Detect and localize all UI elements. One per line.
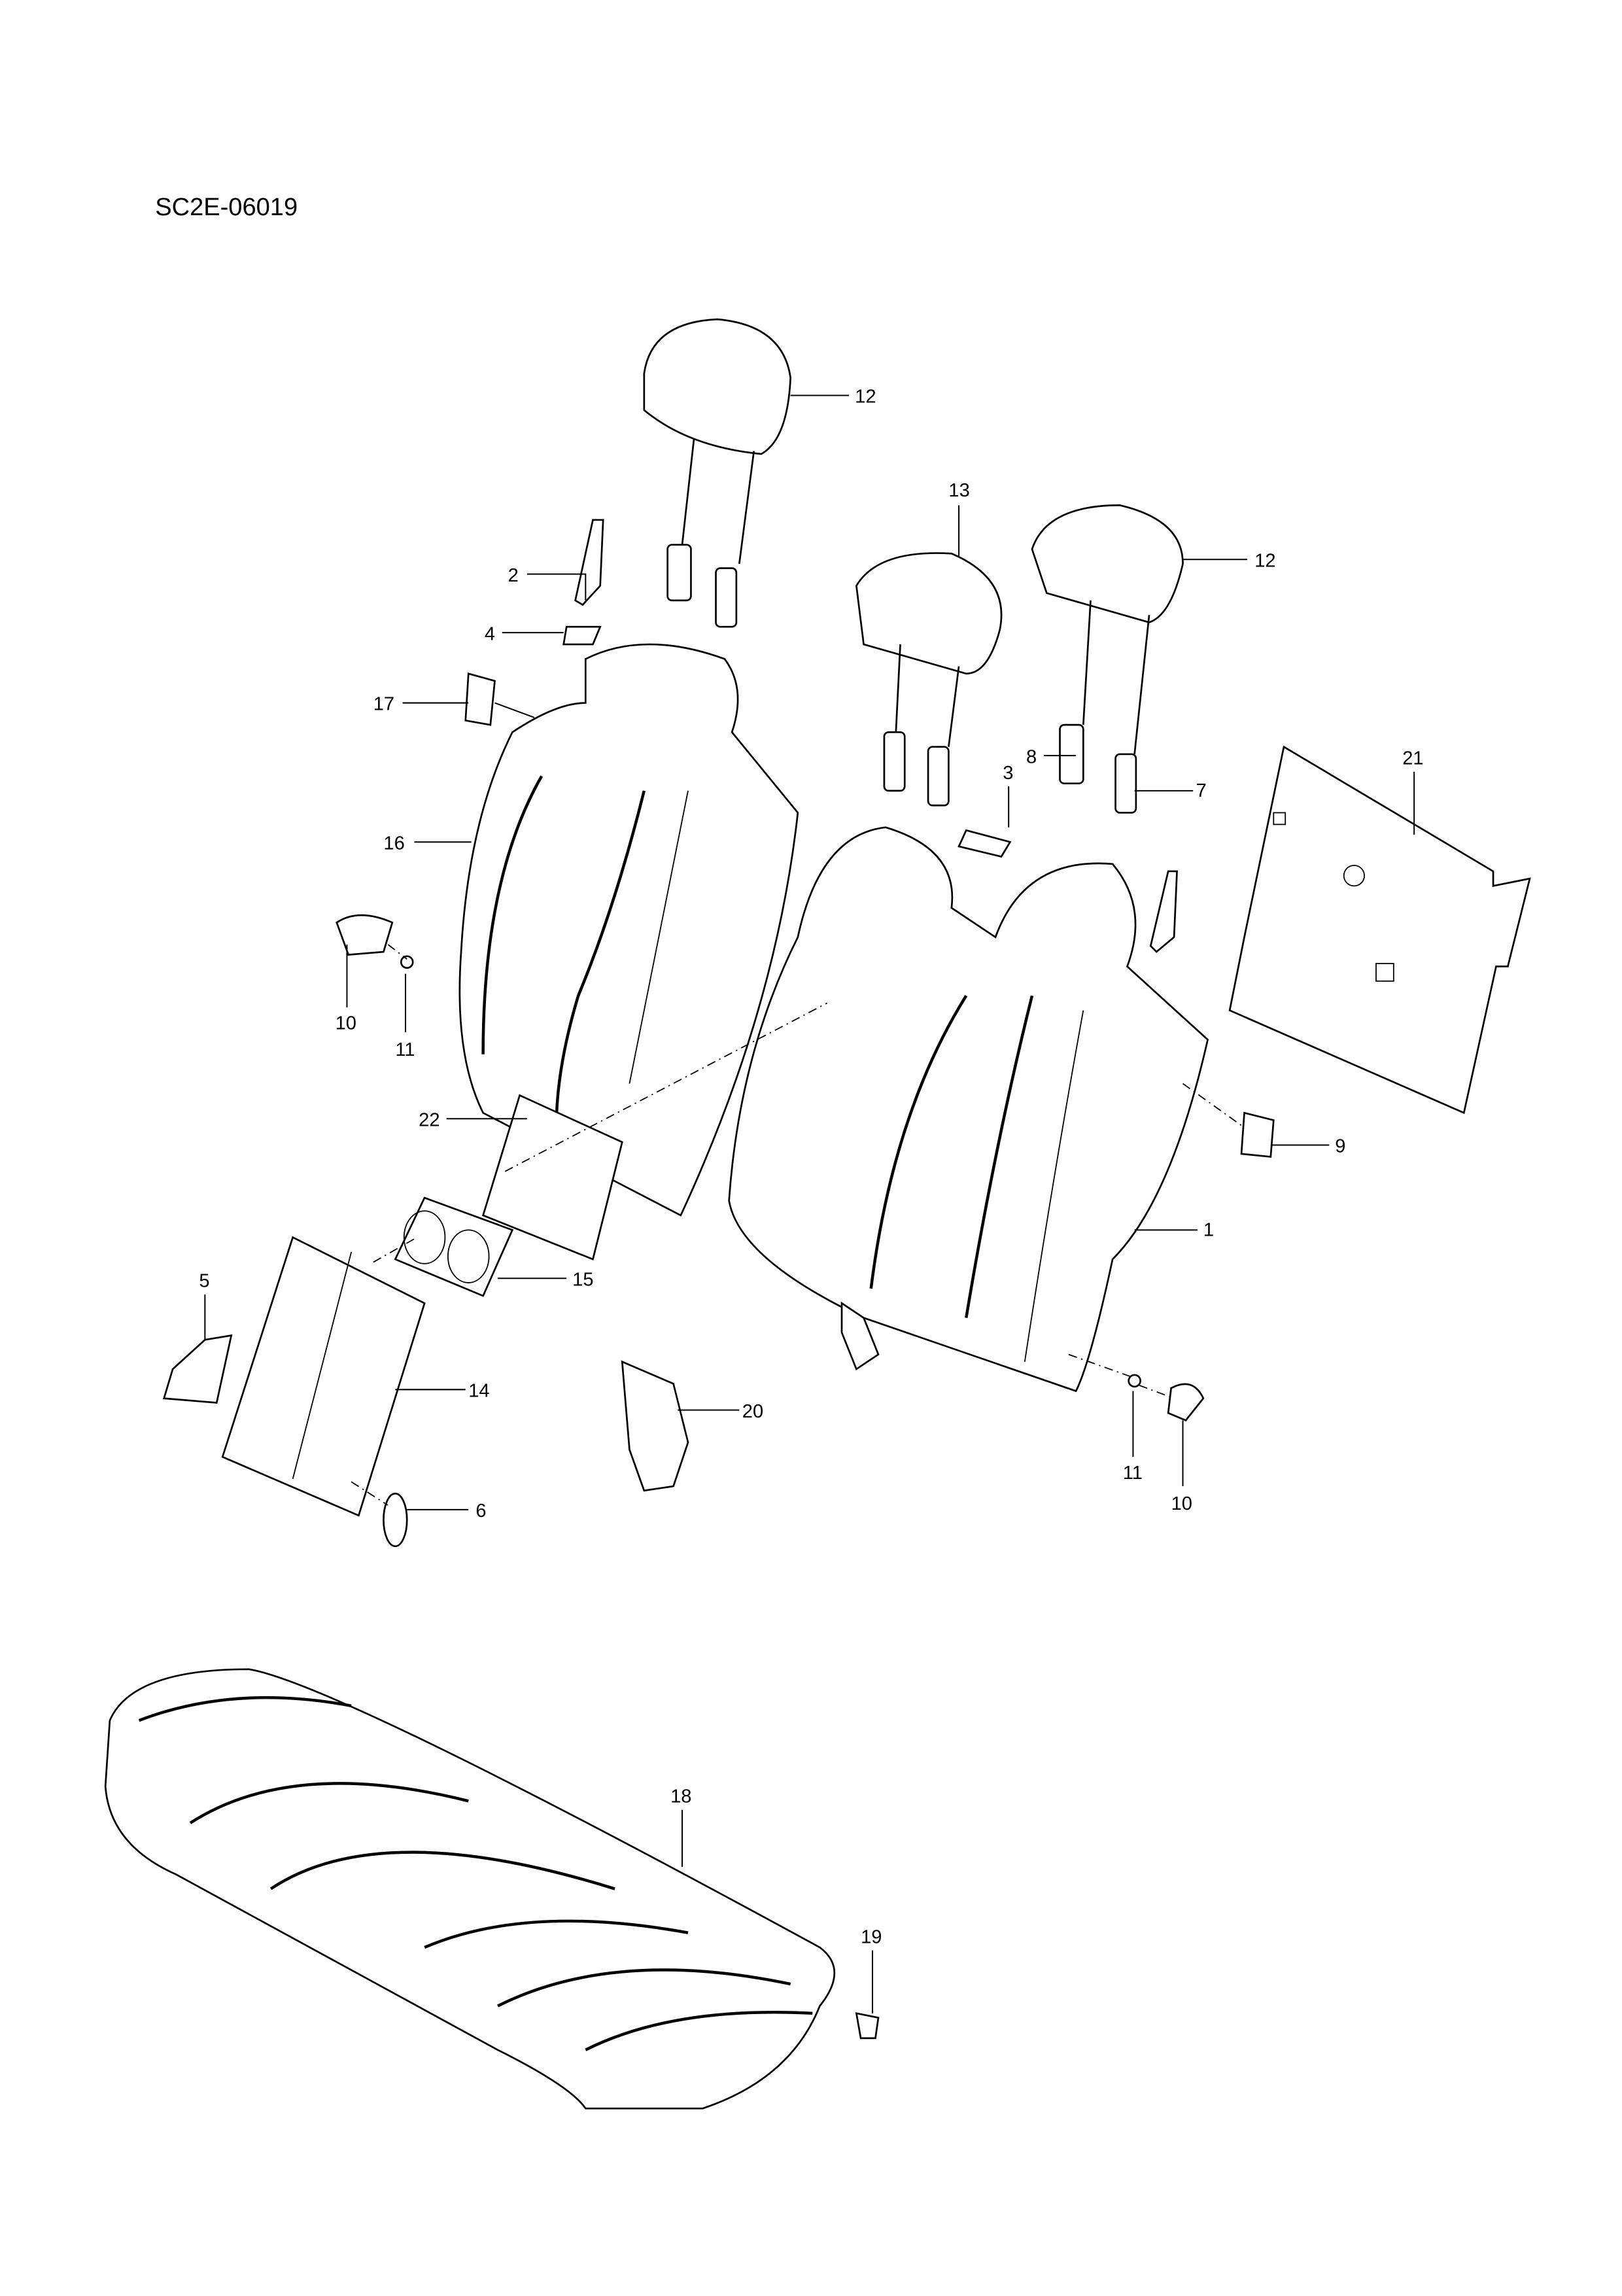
headrest-left: [643, 318, 792, 628]
callout-10-right: 10: [1171, 1493, 1192, 1514]
callout-15: 15: [572, 1269, 593, 1290]
armrest: [221, 1236, 426, 1517]
callout-6: 6: [475, 1501, 486, 1522]
bolt-right: [1128, 1374, 1141, 1388]
callout-17: 17: [373, 694, 394, 715]
diagram-id: SC2E-06019: [155, 194, 298, 221]
seatback-right: [728, 826, 1209, 1393]
back-panel: [1228, 745, 1531, 1115]
callouts: 12 13 12 2 4 17 16 10 11 8 3 7 21 9 1 22…: [199, 387, 1423, 1948]
leader-lines: [204, 394, 1415, 2013]
callout-7: 7: [1196, 780, 1207, 801]
armrest-cap: [383, 1492, 408, 1548]
callout-20: 20: [742, 1401, 763, 1422]
seatback-left: [458, 643, 799, 1217]
cushion-clip: [855, 2012, 880, 2040]
seat-cushion: [104, 1668, 835, 2110]
belt-guide: [958, 829, 1012, 858]
bolt-left: [400, 955, 414, 969]
latch-left: [464, 672, 496, 726]
callout-8: 8: [1026, 746, 1037, 767]
headrest-right: [1031, 504, 1184, 814]
callout-13: 13: [948, 480, 969, 501]
callout-3: 3: [1003, 763, 1013, 784]
callout-22: 22: [419, 1109, 440, 1130]
plate-left: [562, 625, 602, 646]
callout-19: 19: [861, 1926, 882, 1947]
callout-21: 21: [1402, 748, 1423, 769]
latch-right: [1240, 1111, 1275, 1158]
callout-16: 16: [383, 833, 404, 854]
callout-18: 18: [670, 1786, 691, 1807]
headrest-center: [855, 552, 1003, 807]
callout-11-right: 11: [1123, 1463, 1143, 1484]
bracket-left: [574, 519, 604, 606]
callout-12-right: 12: [1254, 550, 1275, 571]
callout-9: 9: [1335, 1136, 1345, 1157]
cover-right: [1167, 1383, 1205, 1421]
callout-2: 2: [508, 565, 519, 586]
callout-5: 5: [199, 1271, 209, 1292]
callout-10-left: 10: [336, 1013, 356, 1034]
bracket-right: [1149, 870, 1178, 953]
armrest-bracket: [162, 1334, 233, 1404]
cover-left: [336, 914, 394, 956]
hinge-bracket: [621, 1360, 689, 1492]
callout-4: 4: [485, 623, 495, 644]
callout-11-left: 11: [395, 1039, 415, 1060]
callout-1: 1: [1203, 1219, 1214, 1240]
callout-12-left: 12: [855, 387, 876, 408]
callout-14: 14: [468, 1381, 489, 1402]
cupholder-assembly: [394, 1094, 623, 1297]
